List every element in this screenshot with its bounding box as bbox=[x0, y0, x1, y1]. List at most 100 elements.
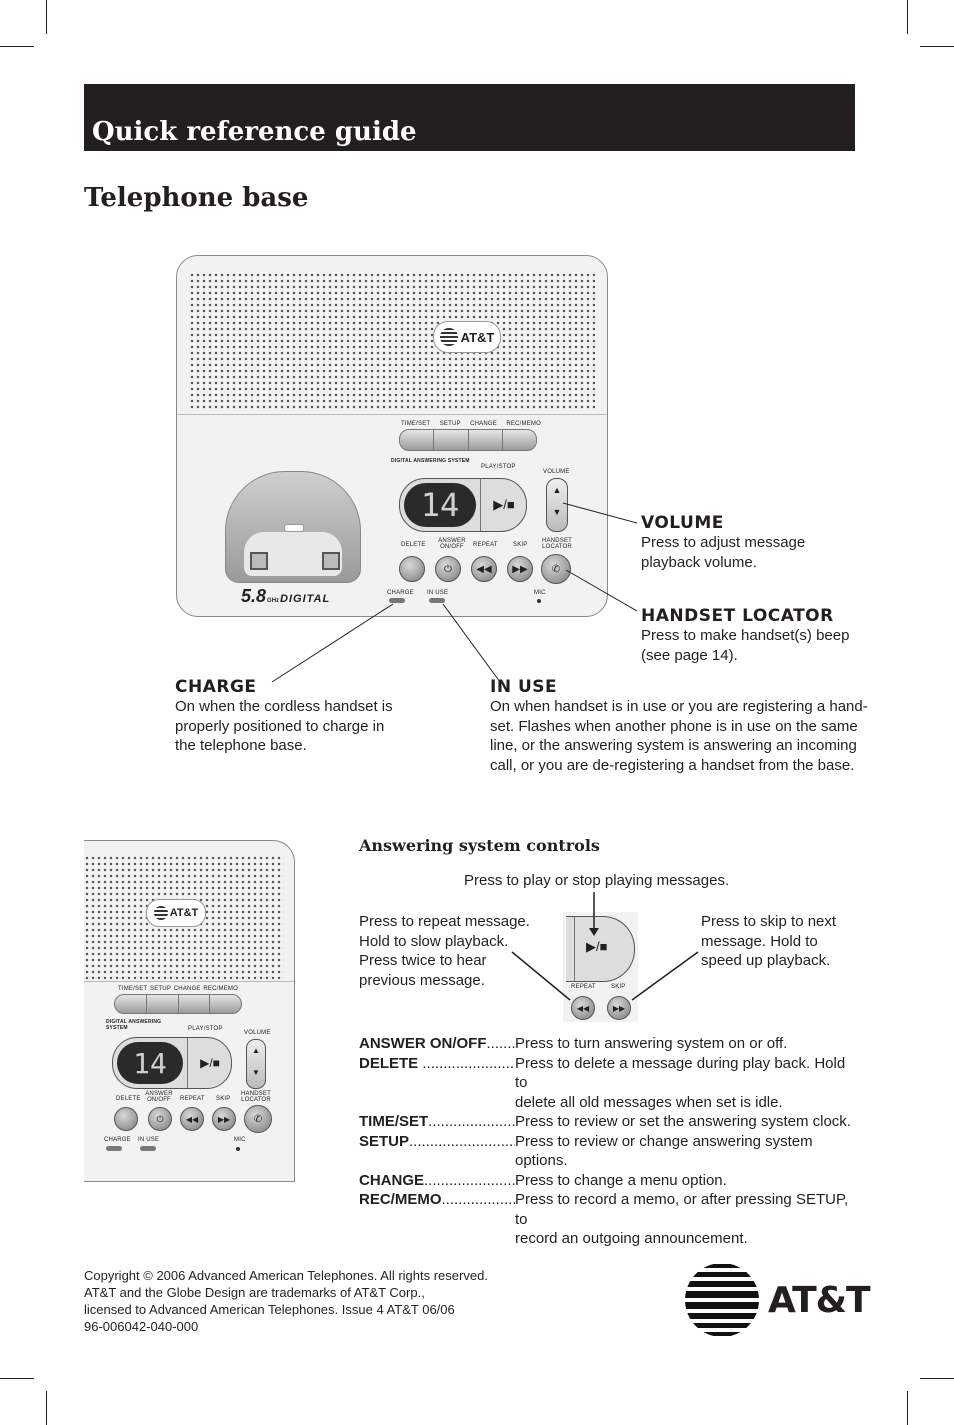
callout-text: set. Flashes when another phone is in us… bbox=[490, 717, 858, 735]
volume-callout: VOLUME Press to adjust message playback … bbox=[641, 513, 805, 572]
handset-locator-button[interactable]: ✆ bbox=[541, 554, 571, 584]
das-logo: DIGITAL ANSWERING SYSTEM bbox=[391, 458, 470, 464]
delete-label: DELETE bbox=[401, 542, 426, 548]
note-line: speed up playback. bbox=[701, 952, 831, 969]
volume-rocker[interactable]: ▲▼ bbox=[246, 1039, 266, 1089]
in-use-callout: IN USE On when handset is in use or you … bbox=[490, 677, 868, 775]
crop-mark bbox=[920, 1378, 954, 1379]
crop-mark bbox=[907, 0, 908, 34]
play-stop-button-detail[interactable]: ▶/■ bbox=[566, 916, 635, 982]
rewind-icon: ◀◀ bbox=[576, 1003, 590, 1013]
repeat-button[interactable]: ◀◀ bbox=[180, 1107, 204, 1131]
charge-label: CHARGE bbox=[104, 1137, 131, 1143]
in-use-led bbox=[429, 598, 445, 603]
answer-label: ANSWER ON/OFF bbox=[438, 538, 466, 550]
handset-locator-callout: HANDSET LOCATOR Press to make handset(s)… bbox=[641, 606, 849, 665]
handset-locator-button[interactable]: ✆ bbox=[244, 1105, 272, 1133]
callout-text: line, or the answering system is answeri… bbox=[490, 737, 857, 754]
answer-on-off-button[interactable]: ⏻ bbox=[435, 556, 461, 582]
crop-mark bbox=[0, 46, 34, 47]
note-line: Press to skip to next bbox=[701, 913, 837, 930]
change-button[interactable] bbox=[179, 995, 211, 1013]
play-stop-button[interactable]: ▶/■ bbox=[187, 1038, 231, 1088]
globe-icon bbox=[685, 1264, 759, 1336]
control-name: CHANGE bbox=[359, 1171, 425, 1189]
callout-title: CHARGE bbox=[175, 677, 257, 697]
power-icon: ⏻ bbox=[156, 1113, 164, 1124]
volume-up-icon[interactable]: ▲ bbox=[252, 1046, 260, 1055]
control-name: DELETE bbox=[359, 1054, 419, 1072]
rewind-icon: ◀◀ bbox=[185, 1114, 199, 1124]
header-banner: Quick reference guide bbox=[84, 84, 855, 151]
note-line: message. Hold to bbox=[701, 932, 818, 950]
footer-copyright: Copyright © 2006 Advanced American Telep… bbox=[84, 1267, 488, 1335]
control-description: Press to change a menu option. bbox=[515, 1171, 727, 1189]
top-button-label: TIME/SET bbox=[401, 421, 431, 427]
repeat-label: REPEAT bbox=[180, 1096, 205, 1102]
top-button-label: CHANGE bbox=[470, 421, 497, 427]
skip-button[interactable]: ▶▶ bbox=[507, 556, 533, 582]
charge-leader bbox=[271, 603, 394, 683]
callout-leaders bbox=[271, 502, 638, 683]
top-button-strip bbox=[114, 994, 242, 1014]
change-button[interactable] bbox=[469, 430, 503, 450]
charging-contact bbox=[250, 552, 268, 570]
fast-forward-icon: ▶▶ bbox=[512, 563, 528, 575]
list-item: SETUP........................... Press t… bbox=[359, 1132, 855, 1171]
footer-line: Copyright © 2006 Advanced American Telep… bbox=[84, 1268, 488, 1283]
arrowhead-icon bbox=[589, 928, 599, 936]
skip-button[interactable]: ▶▶ bbox=[212, 1107, 236, 1131]
delete-button[interactable] bbox=[114, 1107, 138, 1131]
control-description: record an outgoing announcement. bbox=[515, 1230, 748, 1247]
time-set-button[interactable] bbox=[115, 995, 147, 1013]
das-logo: DIGITAL ANSWERING SYSTEM bbox=[106, 1019, 162, 1031]
time-set-button[interactable] bbox=[400, 430, 435, 450]
volume-rocker[interactable]: ▲▼ bbox=[546, 478, 568, 532]
control-name: SETUP bbox=[359, 1132, 410, 1150]
detail-leaders bbox=[511, 892, 699, 1001]
control-name: REC/MEMO bbox=[359, 1191, 442, 1208]
volume-up-icon[interactable]: ▲ bbox=[552, 485, 562, 495]
callout-title: IN USE bbox=[490, 677, 558, 697]
answer-on-off-button[interactable]: ⏻ bbox=[148, 1107, 172, 1131]
charge-callout: CHARGE On when the cordless handset is p… bbox=[175, 677, 393, 756]
callout-text: (see page 14). bbox=[641, 646, 738, 664]
divider bbox=[84, 981, 294, 982]
setup-button[interactable] bbox=[147, 995, 179, 1013]
repeat-button[interactable]: ◀◀ bbox=[471, 556, 497, 582]
charging-contact bbox=[284, 524, 304, 532]
repeat-note: Press to repeat message. Hold to slow pl… bbox=[359, 912, 530, 990]
leader-dots: ........ bbox=[486, 1035, 516, 1052]
handset-locator-label: HANDSET LOCATOR bbox=[541, 538, 573, 550]
skip-button[interactable]: ▶▶ bbox=[607, 996, 631, 1020]
message-counter-display: 14 bbox=[117, 1042, 183, 1084]
repeat-button[interactable]: ◀◀ bbox=[571, 996, 595, 1020]
volume-down-icon[interactable]: ▼ bbox=[252, 1068, 260, 1077]
answering-controls-title: Answering system controls bbox=[359, 836, 600, 855]
list-item: REC/MEMO................... Press to rec… bbox=[359, 1190, 855, 1249]
repeat-leader bbox=[511, 951, 571, 1001]
crop-mark bbox=[46, 1391, 47, 1425]
att-badge-text: AT&T bbox=[460, 329, 495, 345]
globe-icon bbox=[153, 906, 168, 920]
play-stop-label: PLAY/STOP bbox=[481, 464, 516, 470]
top-button-label: REC/MEMO bbox=[506, 421, 541, 427]
telephone-base-small-illustration: AT&T TIME/SET SETUP CHANGE REC/MEMO DIGI… bbox=[84, 840, 295, 1182]
control-name: TIME/SET bbox=[359, 1113, 429, 1130]
volume-down-icon[interactable]: ▼ bbox=[552, 507, 562, 517]
callout-text: On when the cordless handset is bbox=[175, 698, 393, 715]
power-icon: ⏻ bbox=[444, 563, 452, 575]
control-description: delete all old messages when set is idle… bbox=[515, 1093, 783, 1111]
top-button-strip bbox=[399, 429, 537, 451]
play-stop-button[interactable]: ▶/■ bbox=[480, 479, 526, 531]
setup-button[interactable] bbox=[434, 430, 469, 450]
volume-label: VOLUME bbox=[543, 469, 570, 475]
att-logo-text: AT&T bbox=[768, 1279, 871, 1321]
crop-mark bbox=[920, 46, 954, 47]
note-line: Press twice to hear bbox=[359, 952, 487, 969]
divider bbox=[574, 917, 575, 981]
delete-button[interactable] bbox=[399, 556, 425, 582]
skip-leader bbox=[631, 951, 699, 1001]
model-badge: 5.8 GHz DIGITAL bbox=[241, 586, 330, 607]
globe-icon bbox=[439, 328, 458, 346]
